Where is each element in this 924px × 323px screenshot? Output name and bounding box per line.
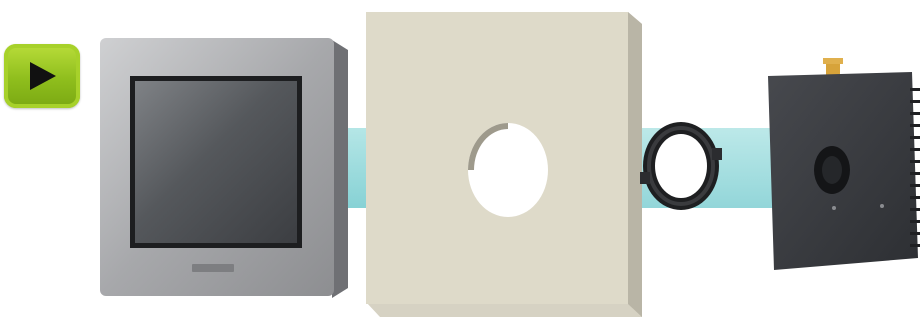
- play-button[interactable]: [4, 44, 80, 108]
- mounting-wall: [366, 12, 642, 317]
- play-icon: [28, 61, 58, 91]
- rear-unit: [760, 58, 924, 278]
- mounting-ring: [638, 118, 724, 214]
- brand-logo: [192, 264, 234, 272]
- front-panel-display: [100, 36, 348, 298]
